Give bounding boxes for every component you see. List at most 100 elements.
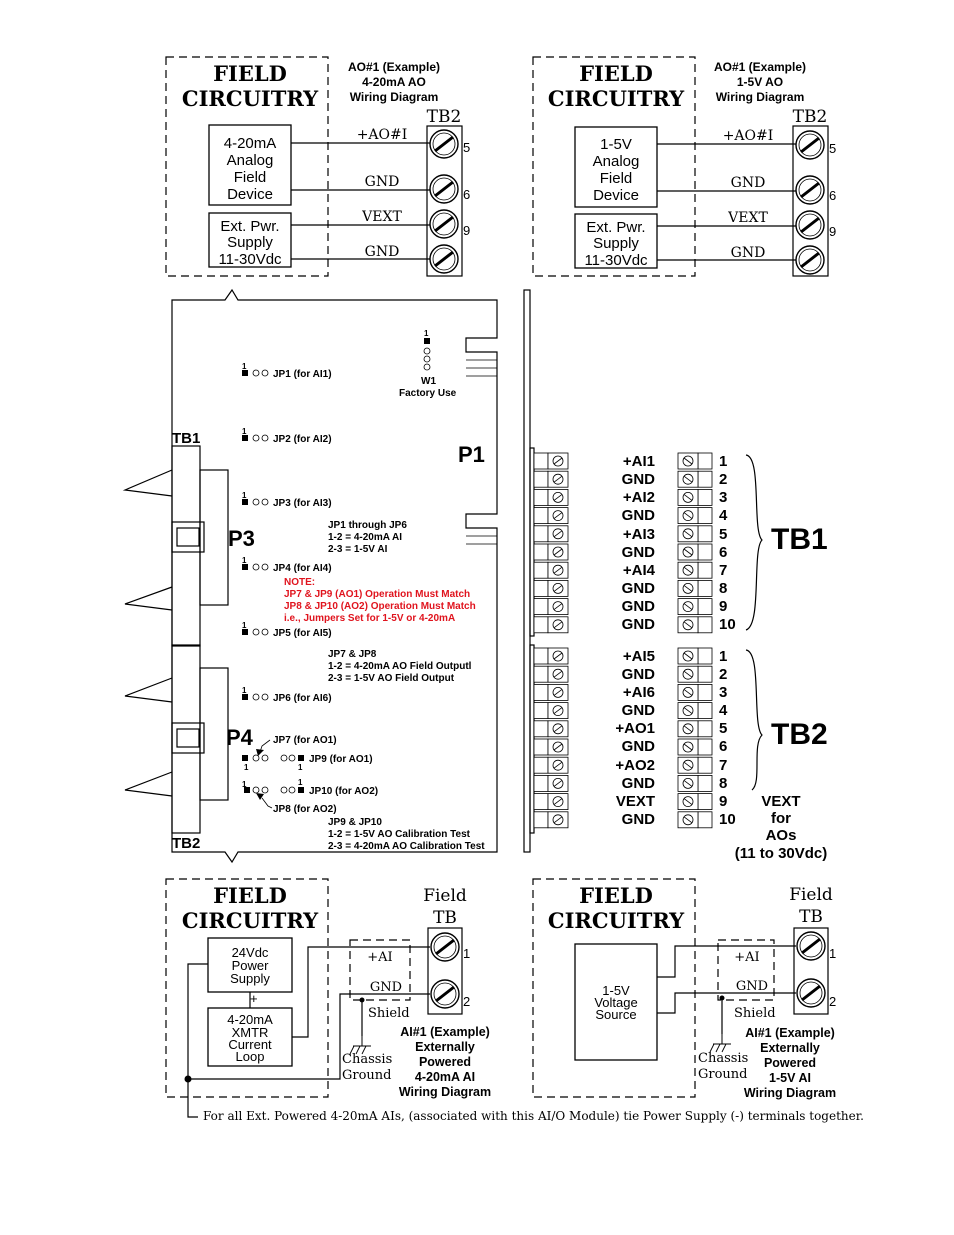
p3-label: P3 (228, 526, 255, 551)
caption-line: Powered (419, 1055, 471, 1069)
shield-label: Shield (368, 1006, 410, 1021)
terminal-number: 2 (463, 994, 470, 1009)
chassis-label: Ground (342, 1068, 392, 1083)
note-cal-line: 1-2 = 1-5V AO Calibration Test (328, 829, 471, 840)
vext-note: AOs (766, 827, 797, 844)
terminal-row (677, 488, 713, 506)
ao-1-5v-wiring-panel: FIELD CIRCUITRY AO#1 (Example) 1-5V AO W… (532, 56, 836, 277)
tb1-brace (745, 454, 763, 631)
psu-label: Power (232, 958, 270, 973)
aio-module-board: TB1 TB2 P3 P4 P1 1 W1 Factory Use 1 JP1 … (122, 288, 498, 864)
note-ai-line: 2-3 = 1-5V AI (328, 544, 388, 555)
terminal-number: 9 (719, 793, 727, 810)
jumper-label: JP3 (for AI3) (273, 498, 332, 509)
pin1-marker: 1 (242, 491, 247, 500)
device-label: Device (593, 187, 639, 204)
jp8-label: JP8 (for AO2) (273, 804, 337, 815)
terminal-number: 3 (719, 489, 727, 506)
caption-line: 1-5V AO (737, 75, 783, 89)
terminal-row (533, 665, 569, 683)
pin1-marker: 1 (242, 556, 247, 565)
terminal-row (533, 561, 569, 579)
ai-4-20ma-wiring-panel: FIELD CIRCUITRY 24Vdc Power Supply 4-20m… (165, 878, 491, 1099)
field-tb-label: Field (423, 886, 467, 906)
plus-sign: + (250, 991, 258, 1006)
terminal-number: 1 (829, 946, 836, 961)
jumper-jp8-jp10: 1 1 JP10 (for AO2) JP8 (for AO2) (242, 778, 378, 815)
device-label: Field (600, 170, 633, 187)
field-title: FIELD (579, 883, 653, 908)
supply-label: 11-30Vdc (218, 251, 282, 268)
signal-label: GND (622, 775, 656, 792)
caption-line: AO#1 (Example) (348, 60, 440, 74)
vext-note: for (771, 810, 791, 827)
jumper-label: JP4 (for AI4) (273, 563, 332, 574)
wire-label: GND (731, 245, 766, 261)
red-note-line: JP7 & JP9 (AO1) Operation Must Match (284, 589, 470, 600)
chassis-label: Chassis (342, 1052, 392, 1067)
tb2-side-connector (533, 647, 569, 829)
terminal-number: 6 (463, 187, 470, 202)
terminal-number: 1 (719, 453, 727, 470)
supply-label: Supply (593, 235, 639, 252)
terminal-row (677, 684, 713, 701)
terminal-row (677, 452, 713, 470)
terminal-row (533, 684, 569, 701)
signal-label: +AI2 (623, 489, 655, 506)
jumper-jp1: 1 JP1 (for AI1) (242, 362, 332, 380)
field-circuitry-boundary (165, 56, 329, 277)
wire-label: +AO#I (357, 127, 408, 143)
terminal-number: 8 (719, 775, 727, 792)
terminal-row (677, 811, 713, 829)
terminal-row (533, 775, 569, 792)
caption-line: AI#1 (Example) (745, 1026, 835, 1040)
caption-line: Externally (415, 1040, 475, 1054)
terminal-row (533, 543, 569, 561)
caption-line: AI#1 (Example) (400, 1025, 490, 1039)
xmtr-label: Loop (236, 1049, 265, 1064)
shielded-cable (349, 939, 411, 1001)
w1-factory-use: Factory Use (399, 388, 457, 399)
terminal-block (426, 125, 463, 277)
caption-line: Wiring Diagram (350, 90, 439, 104)
terminal-row (533, 756, 569, 774)
terminal-row (677, 616, 713, 634)
terminal-row (677, 738, 713, 756)
device-label: 4-20mA (224, 135, 277, 152)
terminal-row (677, 756, 713, 774)
pin1-marker: 1 (242, 427, 247, 436)
terminal-row (677, 793, 713, 810)
terminal-number: 7 (719, 757, 727, 774)
terminal-row (533, 738, 569, 756)
terminal-row (533, 720, 569, 738)
circuitry-title: CIRCUITRY (182, 86, 319, 111)
supply-label: Ext. Pwr. (586, 219, 645, 236)
xmtr-label: Current (228, 1037, 272, 1052)
terminal-number: 1 (719, 648, 727, 665)
signal-label: +AI4 (623, 562, 656, 579)
tb2-board-label: TB2 (172, 835, 200, 852)
terminal-number: 10 (719, 616, 736, 633)
caption-line: Wiring Diagram (744, 1086, 836, 1100)
circuitry-title: CIRCUITRY (548, 86, 685, 111)
device-label: 1-5V (600, 136, 632, 153)
pin1-marker: 1 (298, 763, 303, 772)
red-note-line: NOTE: (284, 577, 315, 588)
terminal-number: 2 (719, 666, 727, 683)
terminal-row (533, 793, 569, 810)
terminal-number: 5 (829, 141, 836, 156)
signal-label: VEXT (616, 793, 655, 810)
terminal-number: 9 (829, 224, 836, 239)
wire-label: GND (365, 174, 400, 190)
minus-sign: _ (198, 950, 207, 965)
p4-label: P4 (226, 725, 254, 750)
tb2-title: TB2 (771, 718, 828, 751)
jumper-label: JP2 (for AI2) (273, 434, 332, 445)
device-label: Field (234, 169, 267, 186)
terminal-row (533, 488, 569, 506)
analog-field-device (574, 126, 658, 208)
signal-label: GND (622, 702, 656, 719)
caption-line: Wiring Diagram (716, 90, 805, 104)
pin1-marker: 1 (298, 778, 303, 787)
field-circuitry-boundary (532, 56, 696, 277)
